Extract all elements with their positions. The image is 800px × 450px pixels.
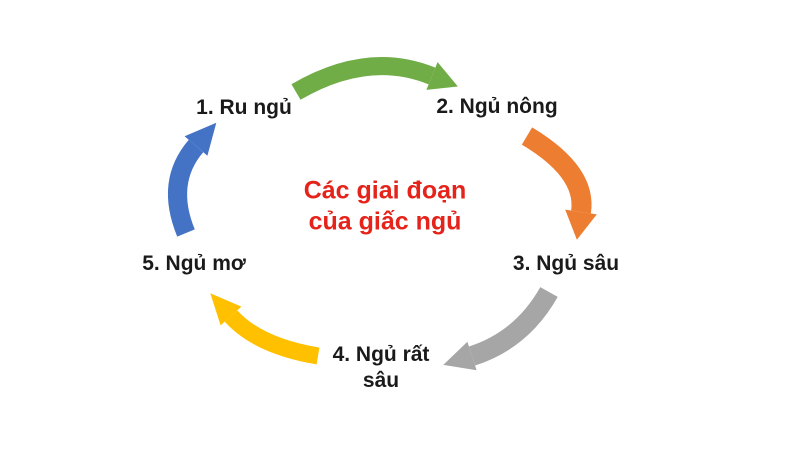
arrow-stage3-to-stage4	[443, 286, 558, 371]
diagram-title-line2: của giấc ngủ	[308, 207, 462, 235]
arrow-stage3-to-stage4-head	[443, 341, 477, 371]
arrow-stage5-to-stage1-body	[168, 139, 204, 237]
arrow-stage2-to-stage3-head	[565, 209, 597, 240]
diagram-title-line1: Các giai đoạn	[303, 176, 467, 205]
arrow-stage2-to-stage3-body	[521, 127, 592, 214]
stage-label-5: 5. Ngủ mơ	[142, 251, 246, 275]
stage-label-1: 1. Ru ngủ	[196, 95, 292, 119]
arrow-stage3-to-stage4-body	[468, 286, 558, 366]
arrow-stage4-to-stage5	[210, 293, 320, 365]
arrow-stage2-to-stage3	[521, 127, 597, 240]
arrow-stage1-to-stage2-head	[426, 62, 458, 90]
stage-label-3: 3. Ngủ sâu	[512, 251, 620, 275]
arrow-stage1-to-stage2	[291, 57, 458, 100]
stage-label-4-line2: sâu	[362, 369, 400, 392]
arrow-stage5-to-stage1	[168, 122, 217, 237]
arrow-stage4-to-stage5-head	[210, 293, 242, 326]
arrow-stage4-to-stage5-body	[224, 310, 320, 365]
diagram-title: Các giai đoạn của giấc ngủ	[304, 176, 467, 237]
stage-label-4-line1: 4. Ngủ rất	[332, 342, 430, 366]
stage-label-4: 4. Ngủ rất sâu	[333, 342, 430, 395]
stage-label-2: 2. Ngủ nông	[436, 94, 558, 118]
arrow-stage5-to-stage1-head	[184, 122, 217, 156]
arrow-stage1-to-stage2-body	[291, 57, 436, 100]
